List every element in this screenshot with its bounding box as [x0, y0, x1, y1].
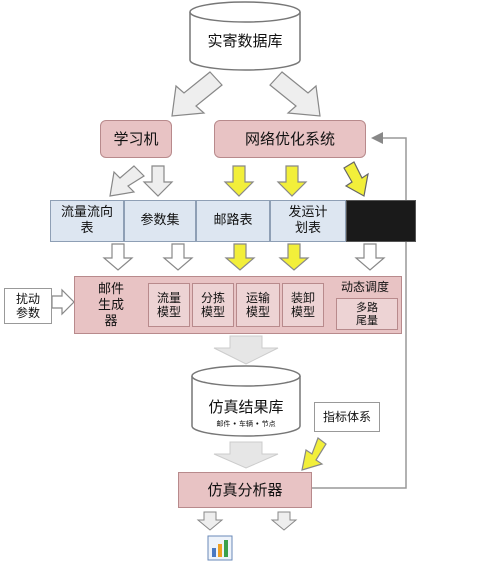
- flow-model-box: 流量模型: [148, 283, 190, 327]
- arrow-disturb-to-gen: [51, 288, 75, 316]
- simulation-database-cylinder: [191, 365, 301, 437]
- dispatch-plan-table-box: 发运计划表: [270, 200, 346, 242]
- dark-table-box: [346, 200, 416, 242]
- indicator-system-box: 指标体系: [314, 402, 380, 432]
- arrow-dispatch-to-transport: [278, 243, 310, 271]
- network-optimization-box: 网络优化系统: [214, 120, 366, 158]
- arrow-flow-to-gen: [102, 243, 134, 271]
- arrow-learn-to-param: [142, 165, 174, 197]
- flow-direction-table-box: 流量流向表: [50, 200, 124, 242]
- simulation-database-label: 仿真结果库: [208, 397, 284, 416]
- arrow-db-to-network: [269, 71, 321, 117]
- simulation-analyzer-box: 仿真分析器: [178, 472, 312, 508]
- disturbance-params-box: 扰动参数: [4, 288, 52, 324]
- arrow-param-to-flowmodel: [162, 243, 194, 271]
- dynamic-scheduling-label: 动态调度: [340, 280, 389, 294]
- mail-route-table-box: 邮路表: [196, 200, 270, 242]
- arrow-net-to-dispatch: [276, 165, 308, 197]
- report-icon: [207, 535, 233, 561]
- parameter-set-box: 参数集: [124, 200, 196, 242]
- feedback-loop-line: [312, 132, 407, 489]
- arrow-route-to-sort: [224, 243, 256, 271]
- arrow-analyzer-down-right: [270, 511, 298, 531]
- top-database-label: 实寄数据库: [207, 31, 283, 50]
- mail-generator-label: 邮件生成器: [97, 282, 124, 329]
- simulation-database-sublabel: 邮件 • 车辆 • 节点: [216, 420, 276, 428]
- arrow-net-to-dark: [343, 161, 369, 197]
- arrow-dark-to-dynamic: [354, 243, 386, 271]
- loading-model-box: 装卸模型: [282, 283, 324, 327]
- arrow-net-to-mailroute: [223, 165, 255, 197]
- arrow-indicator-to-analyzer: [301, 437, 327, 471]
- sorting-model-box: 分拣模型: [192, 283, 234, 327]
- arrow-analyzer-down-left: [196, 511, 224, 531]
- learning-machine-box: 学习机: [100, 120, 172, 158]
- arrow-learn-to-flow: [109, 165, 145, 197]
- arrow-models-to-simdb: [213, 335, 279, 365]
- arrow-simdb-to-analyzer: [213, 441, 279, 469]
- arrow-db-to-learning: [171, 71, 223, 117]
- transport-model-box: 运输模型: [236, 283, 280, 327]
- multi-route-tail-box: 多路尾量: [336, 298, 398, 330]
- top-database-cylinder: [189, 1, 301, 71]
